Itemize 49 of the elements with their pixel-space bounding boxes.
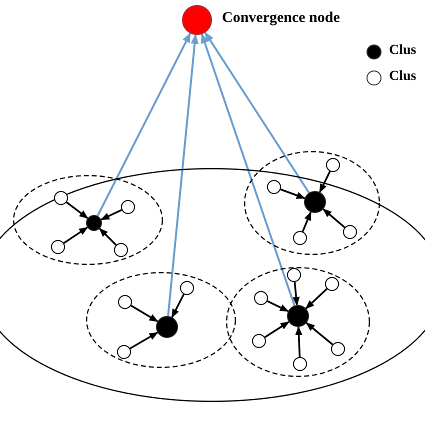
arrow [63, 226, 88, 244]
cluster-head-node [156, 316, 178, 338]
member-node [343, 225, 357, 239]
arrow [171, 294, 185, 318]
legend-label: Clus [389, 43, 416, 59]
arrow [305, 288, 328, 310]
arrow [292, 282, 300, 306]
legend-label: Clus [389, 69, 416, 85]
member-node [293, 231, 307, 245]
member-node [252, 334, 266, 348]
arrow [319, 170, 331, 193]
member-node [326, 158, 340, 172]
member-node [331, 342, 345, 356]
member-node [325, 277, 339, 291]
arrow [266, 300, 289, 312]
member-node [293, 357, 307, 371]
member-node [267, 180, 281, 194]
member-node [54, 191, 68, 205]
arrow [100, 209, 122, 220]
cluster-ellipse [86, 272, 236, 368]
arrow [302, 211, 312, 232]
arrow [264, 321, 290, 338]
node-label: Convergence node [222, 10, 340, 27]
uplink-arrow [167, 34, 199, 316]
member-node [180, 281, 194, 295]
uplink-arrow [200, 33, 296, 306]
cluster-head-node [86, 215, 102, 231]
member-node [287, 268, 301, 282]
arrow [295, 326, 302, 358]
uplink-arrow [204, 32, 310, 194]
member-node [114, 243, 128, 257]
member-node [121, 200, 135, 214]
arrow [280, 188, 306, 200]
arrow [66, 202, 88, 219]
member-node [51, 240, 65, 254]
member-node [117, 345, 131, 359]
arrow [130, 304, 158, 322]
cluster-ellipse [13, 175, 163, 265]
arrow [99, 228, 117, 246]
arrow [130, 332, 158, 350]
arrow [322, 208, 346, 228]
cluster-head-node [304, 191, 326, 213]
cluster-head-node [287, 305, 309, 327]
uplink-arrow [96, 32, 192, 216]
member-node [118, 295, 132, 309]
arrow [306, 322, 334, 346]
cluster-ellipse [226, 267, 370, 377]
cluster-ellipse [244, 151, 380, 255]
member-node [254, 291, 268, 305]
